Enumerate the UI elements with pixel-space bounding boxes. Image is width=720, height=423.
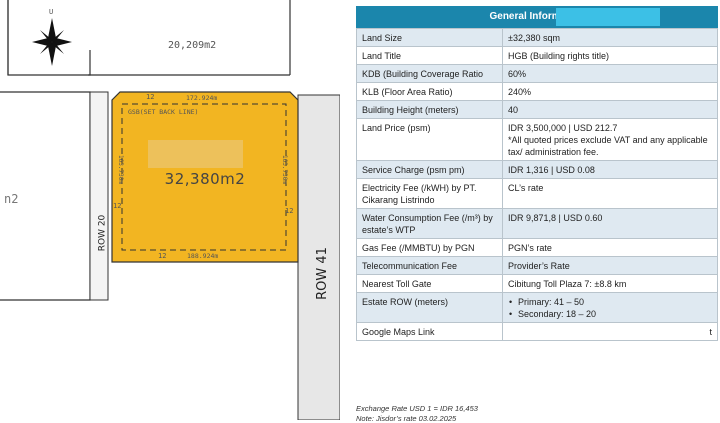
inner-road [89, 91, 109, 301]
setback-bottom: 12 [158, 252, 167, 260]
dim-left: 163.730m [116, 155, 124, 184]
info-row-key: Gas Fee (/MMBTU) by PGN [356, 238, 503, 257]
info-row: Service Charge (psm pm) IDR 1,316 | USD 0… [356, 160, 718, 179]
info-row: Land Price (psm)IDR 3,500,000 | USD 212.… [356, 118, 718, 161]
info-row-value: ±32,380 sqm [508, 33, 560, 43]
info-row-value: 240% [508, 87, 532, 97]
info-row-value: HGB (Building rights title) [508, 51, 610, 61]
info-row-value-cell: 240% [502, 82, 718, 101]
info-row-value: CL’s rate [508, 183, 544, 193]
info-row-key: Land Price (psm) [356, 118, 503, 161]
left-lot-label: n2 [4, 192, 19, 206]
info-row-value-cell: Cibitung Toll Plaza 7: ±8.8 km [502, 274, 718, 293]
info-row: Nearest Toll Gate Cibitung Toll Plaza 7: … [356, 274, 718, 293]
info-row-note: *All quoted prices exclude VAT and any a… [508, 135, 708, 157]
info-row: Electricity Fee (/kWH) by PT. Cikarang L… [356, 178, 718, 209]
header-redaction [556, 8, 660, 26]
info-row: Land Title HGB (Building rights title) [356, 46, 718, 65]
info-row-value: 40 [508, 105, 519, 115]
info-row: Google Maps Link t [356, 322, 718, 341]
info-row-value: Cibitung Toll Plaza 7: ±8.8 km [508, 279, 627, 289]
info-row-value-cell: Provider’s Rate [502, 256, 718, 275]
general-information-header: General Information [356, 6, 718, 28]
info-row-value-cell: 40 [502, 100, 718, 119]
general-information-title: General Information [489, 11, 585, 22]
info-row-value-cell: Primary: 41 – 50Secondary: 18 – 20 [502, 292, 718, 323]
info-row-key: Land Title [356, 46, 503, 65]
jisdor-note: Note: Jisdor’s rate 03.02.2025 [356, 414, 457, 423]
info-row-value-cell: IDR 3,500,000 | USD 212.7 *All quoted pri… [502, 118, 718, 161]
inner-road-label: ROW 20 [97, 214, 108, 252]
info-row-key: KLB (Floor Area Ratio) [356, 82, 503, 101]
site-plan: U 20,209m2 GSB(SET BACK LINE) 172.924m 1… [0, 0, 340, 420]
info-row: Land Size ±32,380 sqm [356, 28, 718, 47]
dim-right: 163.730m [280, 155, 288, 184]
dim-top: 172.924m [186, 94, 218, 102]
info-row: KDB (Building Coverage Ratio 60% [356, 64, 718, 83]
info-row: Telecommunication Fee Provider’s Rate [356, 256, 718, 275]
info-row-key: Land Size [356, 28, 503, 47]
setback-line [121, 103, 287, 251]
info-row-key: Water Consumption Fee (/m³) by estate’s … [356, 208, 503, 239]
setback-right: 12 [285, 207, 294, 215]
setback-left: 12 [113, 202, 122, 210]
info-row-value-cell: ±32,380 sqm [502, 28, 718, 47]
setback-top: 12 [146, 93, 155, 101]
info-row-value-cell: t [502, 322, 718, 341]
exchange-rate-note: Exchange Rate USD 1 = IDR 16,453 [356, 404, 478, 413]
info-row-value-cell: CL’s rate [502, 178, 718, 209]
info-row-bullets: Primary: 41 – 50Secondary: 18 – 20 [508, 296, 712, 320]
info-row-value: IDR 3,500,000 | USD 212.7 [508, 123, 618, 133]
info-row-value-cell: HGB (Building rights title) [502, 46, 718, 65]
info-row-value-cell: PGN’s rate [502, 238, 718, 257]
site-plan-drawing [0, 0, 340, 420]
info-row-key: Nearest Toll Gate [356, 274, 503, 293]
info-row-key: Google Maps Link [356, 322, 503, 341]
info-row: Building Height (meters) 40 [356, 100, 718, 119]
info-row-key: Service Charge (psm pm) [356, 160, 503, 179]
info-row-key: Estate ROW (meters) [356, 292, 503, 323]
dim-bottom: 188.924m [187, 252, 219, 260]
compass-label: U [49, 8, 54, 16]
info-row-bullet: Secondary: 18 – 20 [508, 308, 712, 320]
info-row-value[interactable]: t [709, 327, 712, 337]
general-information-panel: General Information Land Size ±32,380 sqm… [356, 6, 718, 341]
info-row: Estate ROW (meters)Primary: 41 – 50Secon… [356, 292, 718, 323]
redaction-block [148, 140, 243, 168]
info-row-value: PGN’s rate [508, 243, 552, 253]
info-row-bullet: Primary: 41 – 50 [508, 296, 712, 308]
info-row-value-cell: IDR 9,871,8 | USD 0.60 [502, 208, 718, 239]
top-lot-label: 20,209m2 [168, 40, 217, 51]
info-row-value: 60% [508, 69, 527, 79]
info-row-key: Electricity Fee (/kWH) by PT. Cikarang L… [356, 178, 503, 209]
info-row: KLB (Floor Area Ratio) 240% [356, 82, 718, 101]
info-row: Water Consumption Fee (/m³) by estate’s … [356, 208, 718, 239]
outer-road-label: ROW 41 [314, 247, 330, 300]
info-row-key: Building Height (meters) [356, 100, 503, 119]
info-row: Gas Fee (/MMBTU) by PGN PGN’s rate [356, 238, 718, 257]
info-row-value: IDR 1,316 | USD 0.08 [508, 165, 595, 175]
compass-icon [32, 18, 72, 66]
info-row-key: Telecommunication Fee [356, 256, 503, 275]
area-label: 32,380m2 [164, 170, 246, 188]
info-row-value-cell: IDR 1,316 | USD 0.08 [502, 160, 718, 179]
setback-label: GSB(SET BACK LINE) [128, 108, 199, 116]
info-row-value-cell: 60% [502, 64, 718, 83]
info-row-key: KDB (Building Coverage Ratio [356, 64, 503, 83]
info-row-value: IDR 9,871,8 | USD 0.60 [508, 213, 603, 223]
main-plot [111, 91, 299, 263]
info-row-value: Provider’s Rate [508, 261, 570, 271]
